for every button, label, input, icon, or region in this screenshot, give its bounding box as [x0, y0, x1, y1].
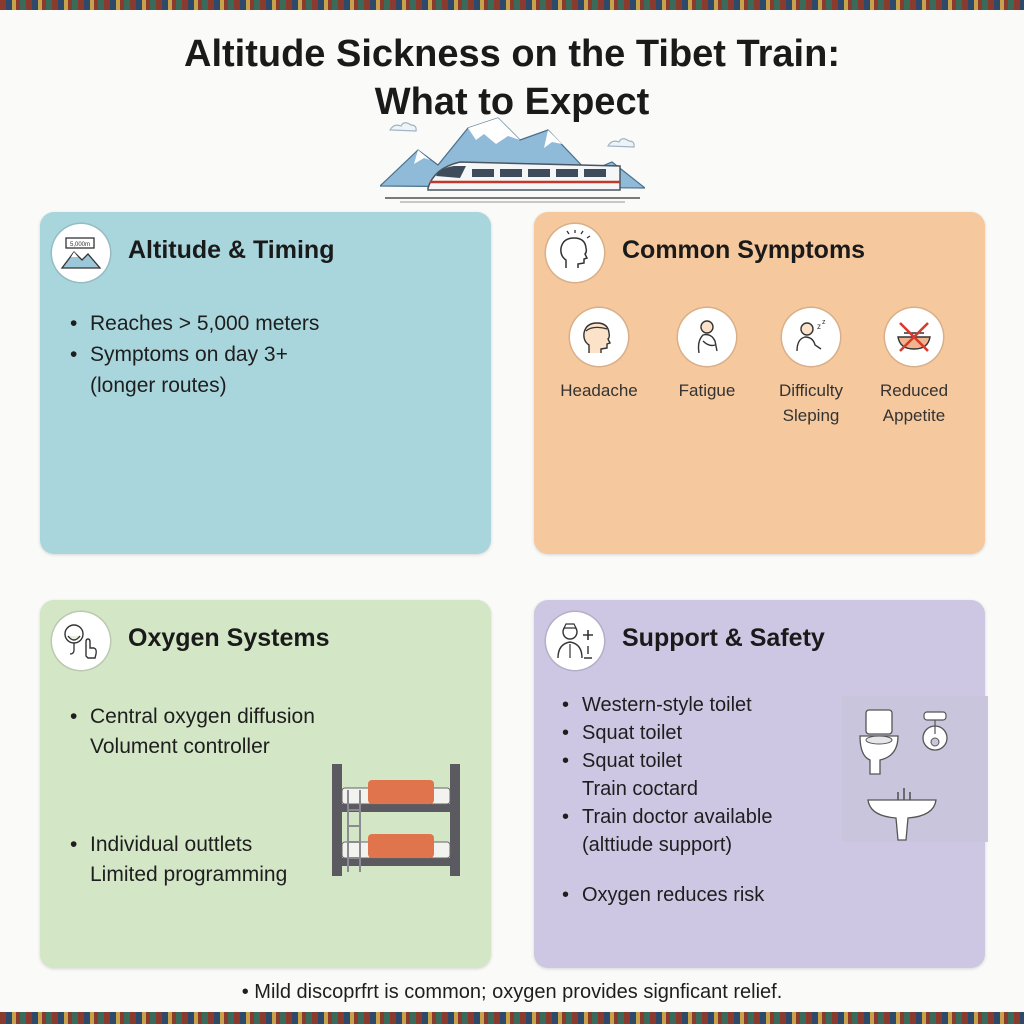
headache-icon	[583, 322, 611, 353]
symptom-fatigue: Fatigue	[652, 308, 762, 403]
altitude-timing-card: 5,000m Altitude & Timing Reaches > 5,000…	[40, 212, 491, 554]
list-item: Reaches > 5,000 meters	[68, 308, 319, 339]
bathroom-illustration	[842, 696, 988, 842]
support-badge	[546, 612, 604, 670]
list-item: Western-style toilet	[560, 691, 772, 719]
decorative-border-bottom	[0, 1012, 1024, 1024]
symptoms-badge	[546, 224, 604, 282]
bunk-bed-illustration	[332, 764, 460, 876]
list-item: Oxygen reduces risk	[560, 881, 772, 909]
oxygen-systems-card: Oxygen Systems Central oxygen diffusionV…	[40, 600, 491, 968]
fatigue-icon	[697, 320, 718, 354]
list-item: Squat toilet	[560, 719, 772, 747]
doctor-icon	[557, 623, 593, 659]
altitude-card-title: Altitude & Timing	[128, 236, 335, 264]
oxygen-badge	[52, 612, 110, 670]
symptom-headache: Headache	[544, 308, 654, 403]
footer-note: • Mild discoprfrt is common; oxygen prov…	[241, 981, 783, 1003]
altitude-sign-text: 5,000m	[70, 242, 90, 248]
svg-text:z: z	[817, 322, 821, 331]
oxygen-card-title: Oxygen Systems	[128, 624, 330, 652]
altitude-bullet-list: Reaches > 5,000 meters Symptoms on day 3…	[68, 308, 319, 401]
page-title: Altitude Sickness on the Tibet Train: Wh…	[0, 30, 1024, 126]
train-mountain-illustration	[380, 117, 645, 203]
support-safety-card: Support & Safety Western-style toilet Sq…	[534, 600, 988, 968]
svg-text:z: z	[822, 319, 826, 326]
altitude-badge: 5,000m	[52, 224, 110, 282]
symptom-reduced-appetite: Reduced Appetite	[859, 308, 969, 428]
support-bullet-list: Western-style toilet Squat toilet Squat …	[560, 691, 772, 909]
oxygen-mask-icon	[64, 624, 97, 659]
list-item: Symptoms on day 3+(longer routes)	[68, 339, 319, 401]
support-card-title: Support & Safety	[622, 624, 825, 652]
mountain-altitude-icon: 5,000m	[60, 237, 102, 269]
symptoms-card-title: Common Symptoms	[622, 236, 866, 264]
decorative-border-top	[0, 0, 1024, 10]
common-symptoms-card: Common Symptoms Headache Fatigue z z	[534, 212, 985, 554]
page-title-line-1: Altitude Sickness on the Tibet Train:	[184, 33, 840, 75]
no-food-icon	[897, 322, 931, 352]
sleep-icon: z z	[796, 319, 826, 352]
list-item: Train doctor available(alttiude support)	[560, 803, 772, 859]
head-symptom-icon	[560, 230, 591, 268]
symptom-difficulty-sleeping: z z Difficulty Sleping	[756, 308, 866, 428]
page-title-line-2: What to Expect	[374, 81, 650, 123]
